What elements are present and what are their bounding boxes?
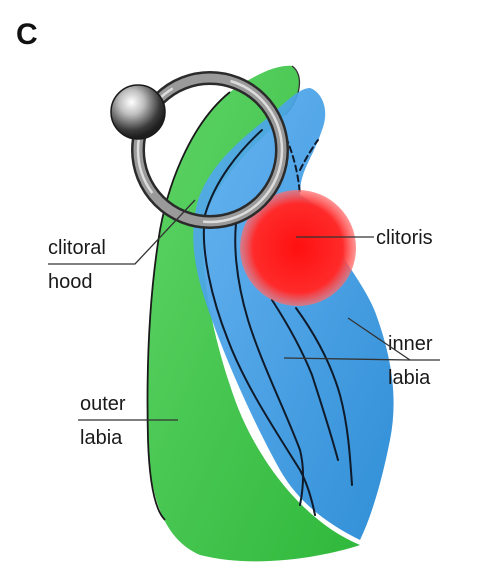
piercing-ring [110,71,289,229]
label-clitoris: clitoris [296,227,433,249]
label-outer-labia: outer labia [78,393,178,449]
outer-labia-outline [146,91,231,521]
label-inner-labia-line2: labia [388,367,431,389]
outer-labia-shape [147,65,360,562]
inner-contours [202,127,353,516]
inner-labia-shape [193,88,394,540]
clitoris-shape [240,190,356,306]
label-clitoris-text: clitoris [376,227,433,249]
label-clitoral-hood-line2: hood [48,271,93,293]
label-inner-labia-line1: inner [388,333,433,355]
label-inner-labia: inner labia [283,317,440,389]
label-outer-labia-line1: outer [80,393,126,415]
label-clitoral-hood-line1: clitoral [48,237,106,259]
panel-label: C [16,18,38,51]
label-clitoral-hood: clitoral hood [48,199,196,293]
label-outer-labia-line2: labia [80,427,123,449]
piercing-ball [110,84,166,140]
